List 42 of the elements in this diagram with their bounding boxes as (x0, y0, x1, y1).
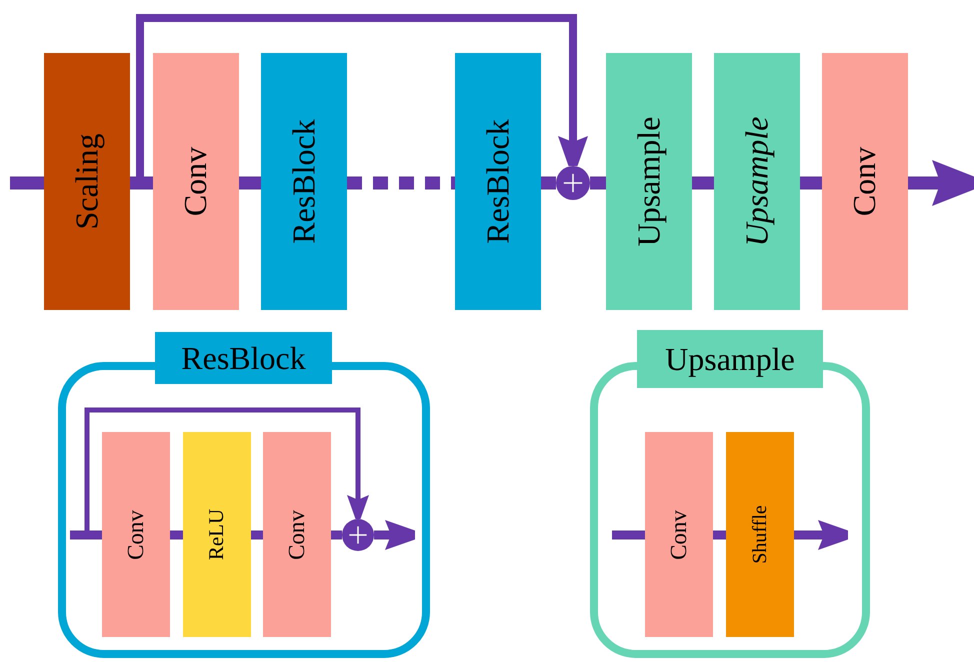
layer-label: Conv (178, 146, 214, 216)
connector-line (612, 530, 645, 540)
module-title: ResBlock (155, 332, 332, 384)
layer-label: ResBlock (286, 119, 322, 244)
layer-block (714, 53, 800, 310)
layer-label: ReLU (204, 508, 230, 560)
layer-block (726, 432, 794, 637)
dashed-connector (347, 176, 455, 190)
connector-line (590, 176, 606, 190)
layer-block (44, 53, 130, 310)
connector-line (692, 176, 714, 190)
layer-block (261, 53, 347, 310)
layer-block (263, 432, 331, 637)
layer-block (102, 432, 170, 637)
layer-label: Conv (666, 510, 692, 560)
connector-line (70, 530, 102, 540)
layer-block (455, 53, 541, 310)
layer-label: Conv (284, 510, 310, 560)
layer-label: Shuffle (748, 505, 772, 564)
connector-line (10, 176, 44, 190)
layer-label: ResBlock (480, 119, 516, 244)
sum-junction-circle (556, 166, 590, 200)
layer-label: Scaling (68, 134, 106, 230)
connector-line (800, 176, 822, 190)
connector-line (130, 176, 153, 190)
layer-block (606, 53, 692, 310)
layer-block (183, 432, 251, 637)
layer-label: Conv (846, 146, 884, 216)
layer-label: Upsample (630, 116, 668, 246)
layer-label: Upsample (738, 116, 776, 246)
sum-junction-circle (342, 519, 374, 551)
connector-line (713, 530, 726, 540)
connector-line (541, 176, 556, 190)
connector-line (239, 176, 261, 190)
connector-line (170, 530, 183, 540)
layer-block (153, 53, 239, 310)
connector-line (251, 530, 263, 540)
connector-line (331, 530, 342, 540)
module-title: Upsample (637, 330, 823, 388)
layer-block (645, 432, 713, 637)
layer-block (822, 53, 908, 310)
layer-label: Conv (123, 510, 149, 560)
